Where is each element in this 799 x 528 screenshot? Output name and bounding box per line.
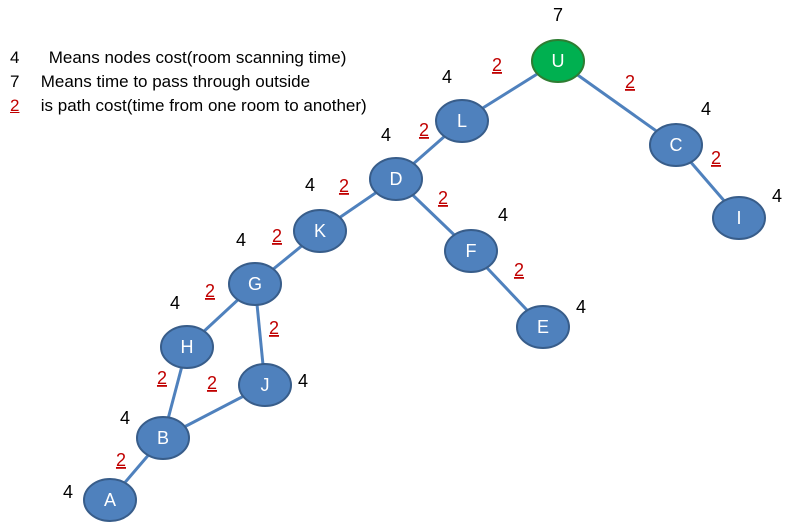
path-cost-label: 2 xyxy=(116,450,126,470)
node-cost-label: 4 xyxy=(576,297,586,317)
node-u: U xyxy=(531,39,585,83)
legend-text: is path cost(time from one room to anoth… xyxy=(40,96,367,115)
node-cost-label: 4 xyxy=(170,293,180,313)
node-cost-label: 4 xyxy=(498,205,508,225)
node-cost-label: 4 xyxy=(236,230,246,250)
node-label: H xyxy=(181,337,194,357)
node-label: E xyxy=(537,317,549,337)
node-shape xyxy=(516,305,570,349)
path-cost-label: 2 xyxy=(514,260,524,280)
node-label: A xyxy=(104,490,116,510)
path-cost-label: 2 xyxy=(711,148,721,168)
node-cost-label: 4 xyxy=(120,408,130,428)
node-shape xyxy=(649,123,703,167)
node-shape xyxy=(238,363,292,407)
node-label: C xyxy=(670,135,683,155)
path-cost-label: 2 xyxy=(207,373,217,393)
node-f: F xyxy=(444,229,498,273)
node-label: B xyxy=(157,428,169,448)
node-shape xyxy=(531,39,585,83)
legend-key: 4 xyxy=(10,48,20,67)
node-cost-label: 4 xyxy=(442,67,452,87)
node-l: L xyxy=(435,99,489,143)
path-cost-label: 2 xyxy=(339,176,349,196)
node-shape xyxy=(228,262,282,306)
path-cost-label: 2 xyxy=(419,120,429,140)
node-shape xyxy=(369,157,423,201)
legend-key: 2 xyxy=(10,96,20,115)
path-cost-label: 2 xyxy=(625,72,635,92)
node-cost-label: 4 xyxy=(63,482,73,502)
node-label: U xyxy=(552,51,565,71)
path-cost-label: 2 xyxy=(492,55,502,75)
node-label: I xyxy=(736,208,741,228)
node-cost-label: 7 xyxy=(553,5,563,25)
node-shape xyxy=(293,209,347,253)
node-b: B xyxy=(136,416,190,460)
node-shape xyxy=(83,478,137,522)
node-i: I xyxy=(712,196,766,240)
node-cost-label: 4 xyxy=(298,371,308,391)
node-a: A xyxy=(83,478,137,522)
node-label: J xyxy=(261,375,270,395)
node-cost-label: 4 xyxy=(381,125,391,145)
legend-key: 7 xyxy=(10,72,20,91)
path-cost-label: 2 xyxy=(205,281,215,301)
node-c: C xyxy=(649,123,703,167)
node-shape xyxy=(435,99,489,143)
legend-row-outside-time: 7 Means time to pass through outside xyxy=(10,72,310,92)
node-j: J xyxy=(238,363,292,407)
legend-text: Means nodes cost(room scanning time) xyxy=(48,48,347,67)
node-shape xyxy=(136,416,190,460)
node-k: K xyxy=(293,209,347,253)
node-shape xyxy=(712,196,766,240)
node-label: K xyxy=(314,221,326,241)
node-cost-label: 4 xyxy=(701,99,711,119)
path-cost-label: 2 xyxy=(438,188,448,208)
node-shape xyxy=(160,325,214,369)
node-shape xyxy=(444,229,498,273)
node-label: F xyxy=(466,241,477,261)
node-cost-label: 4 xyxy=(772,186,782,206)
node-label: D xyxy=(390,169,403,189)
path-cost-label: 2 xyxy=(269,318,279,338)
legend-row-node-cost: 4 Means nodes cost(room scanning time) xyxy=(10,48,346,68)
legend-row-path-cost: 2 is path cost(time from one room to ano… xyxy=(10,96,367,116)
path-cost-label: 2 xyxy=(157,368,167,388)
node-label: L xyxy=(457,111,467,131)
node-e: E xyxy=(516,305,570,349)
node-d: D xyxy=(369,157,423,201)
path-cost-label: 2 xyxy=(272,226,282,246)
node-g: G xyxy=(228,262,282,306)
node-h: H xyxy=(160,325,214,369)
node-cost-label: 4 xyxy=(305,175,315,195)
legend-text: Means time to pass through outside xyxy=(40,72,311,91)
node-label: G xyxy=(248,274,262,294)
